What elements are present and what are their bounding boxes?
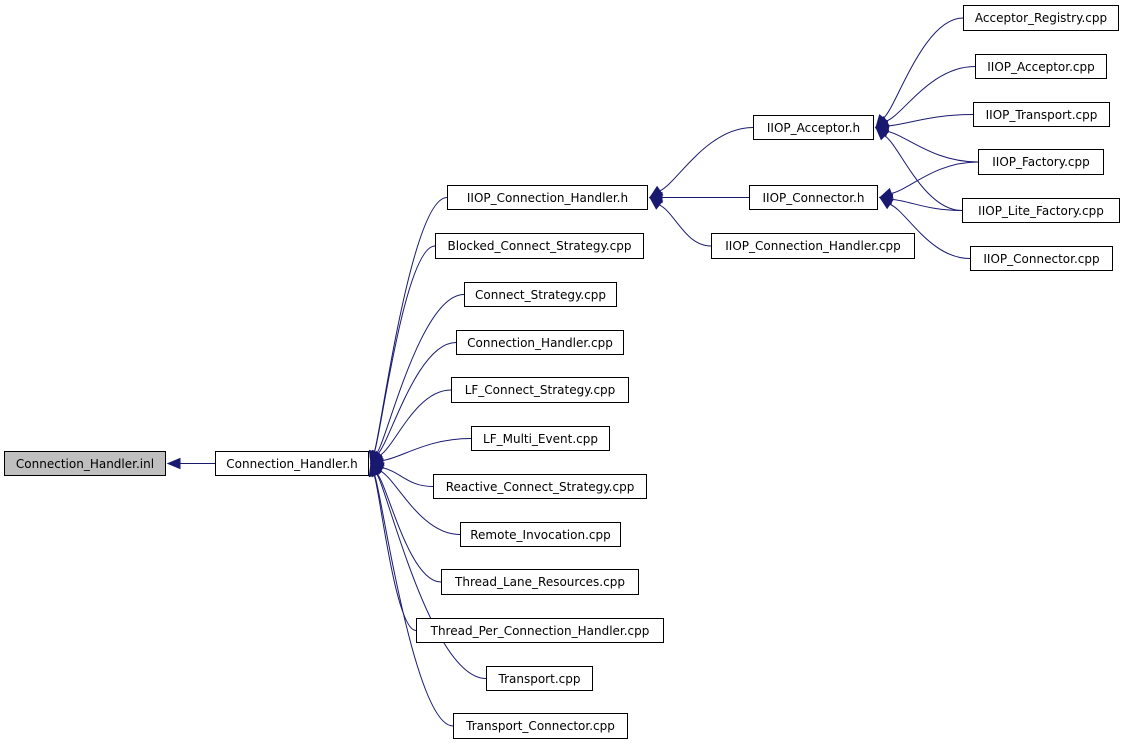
node-iiop-connection-handler-cpp[interactable]: IIOP_Connection_Handler.cpp	[711, 233, 915, 259]
node-iiop-factory-cpp[interactable]: IIOP_Factory.cpp	[978, 149, 1104, 175]
edge-blocked_connect_strategy_cpp-to-conn_handler_h	[373, 245, 436, 453]
node-blocked-connect-strategy-cpp[interactable]: Blocked_Connect_Strategy.cpp	[435, 233, 644, 259]
edge-thread_per_conn_handler_cpp-to-conn_handler_h	[373, 474, 417, 631]
edge-acceptor_registry_cpp-to-iiop_acceptor_h	[883, 17, 964, 119]
node-iiop-connector-cpp[interactable]: IIOP_Connector.cpp	[970, 246, 1113, 271]
node-remote-invocation-cpp[interactable]: Remote_Invocation.cpp	[460, 522, 621, 547]
node-iiop-connection-handler-h[interactable]: IIOP_Connection_Handler.h	[447, 185, 648, 210]
edge-iiop_lite_factory_cpp-to-iiop_acceptor_h	[884, 135, 963, 211]
node-iiop-connector-h[interactable]: IIOP_Connector.h	[749, 185, 878, 210]
arrowhead-conn_handler_h-to-conn_handler_inl	[166, 457, 181, 470]
node-iiop-acceptor-h[interactable]: IIOP_Acceptor.h	[753, 115, 874, 140]
node-transport-cpp[interactable]: Transport.cpp	[486, 666, 593, 691]
edge-connect_strategy_cpp-to-conn_handler_h	[376, 294, 465, 454]
node-thread-per-connection-handler-cpp[interactable]: Thread_Per_Connection_Handler.cpp	[416, 618, 664, 643]
edge-iiop_transport_cpp-to-iiop_acceptor_h	[887, 114, 974, 127]
edge-iiop_acceptor_h-to-iiop_conn_handler_h	[659, 127, 754, 192]
edge-iiop_lite_factory_cpp-to-iiop_connector_h	[891, 198, 963, 211]
arrowhead-iiop_connector_cpp-to-iiop_connector_h	[878, 196, 894, 210]
edge-iiop_factory_cpp-to-iiop_connector_h	[891, 161, 979, 194]
arrowhead-iiop_lite_factory_cpp-to-iiop_acceptor_h	[875, 126, 889, 141]
node-reactive-connect-strategy-cpp[interactable]: Reactive_Connect_Strategy.cpp	[433, 474, 647, 499]
node-transport-connector-cpp[interactable]: Transport_Connector.cpp	[453, 713, 628, 739]
edge-remote_invocation_cpp-to-conn_handler_h	[380, 470, 461, 535]
edge-iiop_factory_cpp-to-iiop_acceptor_h	[887, 130, 979, 163]
node-iiop-acceptor-cpp[interactable]: IIOP_Acceptor.cpp	[975, 54, 1107, 79]
edge-iiop_conn_handler_cpp-to-iiop_conn_handler_h	[659, 204, 712, 247]
edge-reactive_connect_strategy_cpp-to-conn_handler_h	[382, 467, 434, 487]
node-thread-lane-resources-cpp[interactable]: Thread_Lane_Resources.cpp	[441, 569, 639, 595]
edge-lf_multi_event_cpp-to-conn_handler_h	[382, 438, 472, 462]
edge-thread_lane_resources_cpp-to-conn_handler_h	[376, 473, 442, 583]
node-connection-handler-h[interactable]: Connection_Handler.h	[215, 451, 369, 476]
node-iiop-transport-cpp[interactable]: IIOP_Transport.cpp	[973, 102, 1110, 127]
node-iiop-lite-factory-cpp[interactable]: IIOP_Lite_Factory.cpp	[962, 198, 1120, 223]
edge-transport_cpp-to-conn_handler_h	[376, 473, 487, 679]
node-acceptor-registry-cpp[interactable]: Acceptor_Registry.cpp	[963, 5, 1119, 31]
node-connection-handler-cpp[interactable]: Connection_Handler.cpp	[456, 330, 624, 355]
node-connect-strategy-cpp[interactable]: Connect_Strategy.cpp	[464, 282, 617, 307]
node-lf-multi-event-cpp[interactable]: LF_Multi_Event.cpp	[471, 426, 610, 451]
node-connection-handler-inl: Connection_Handler.inl	[4, 451, 166, 476]
edge-lf_connect_strategy_cpp-to-conn_handler_h	[379, 389, 452, 456]
edge-iiop_acceptor_cpp-to-iiop_acceptor_h	[886, 66, 976, 122]
edge-conn_handler_cpp-to-conn_handler_h	[377, 342, 457, 455]
arrowhead-transport_connector_cpp-to-conn_handler_h	[369, 462, 381, 478]
edge-iiop_connector_cpp-to-iiop_connector_h	[889, 203, 971, 259]
edge-transport_connector_cpp-to-conn_handler_h	[374, 474, 454, 727]
node-lf-connect-strategy-cpp[interactable]: LF_Connect_Strategy.cpp	[451, 377, 629, 403]
arrowhead-iiop_conn_handler_cpp-to-iiop_conn_handler_h	[648, 196, 664, 210]
